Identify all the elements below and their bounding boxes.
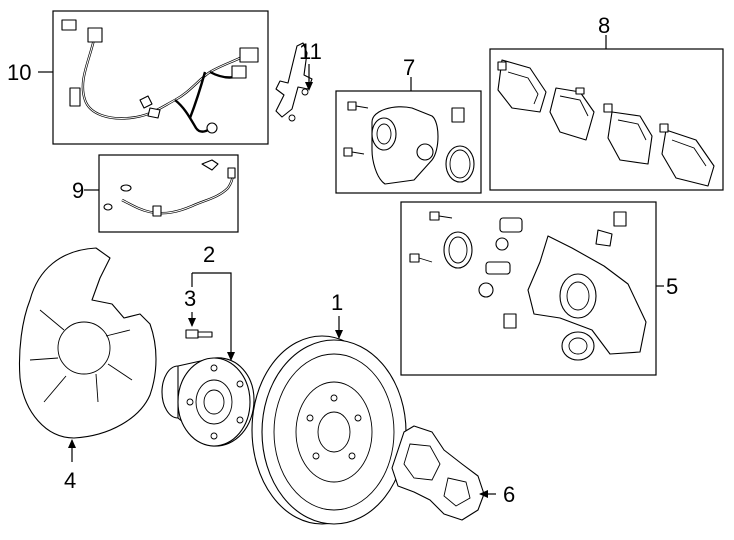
abs-harness-wire xyxy=(61,19,259,134)
callout-5: 5 xyxy=(666,274,678,299)
caliper-bracket-6 xyxy=(391,425,485,521)
group-7-caliper-housing[interactable]: 7 xyxy=(335,55,482,194)
callout-4: 4 xyxy=(64,468,76,493)
group-1-rotor[interactable]: 1 xyxy=(251,290,407,525)
group-8-brake-pads[interactable]: 8 xyxy=(489,13,724,191)
brake-pads xyxy=(497,59,715,187)
callout-6: 6 xyxy=(503,482,515,507)
callout-3: 3 xyxy=(184,286,196,311)
group-2-3-hub[interactable]: 2 3 xyxy=(161,242,255,447)
group-4-dust-shield[interactable]: 4 xyxy=(18,247,157,493)
group-10-abs-harness[interactable]: 10 xyxy=(7,10,269,145)
brake-hose xyxy=(103,159,236,217)
bracket-11 xyxy=(275,42,313,118)
callout-2: 2 xyxy=(203,242,215,267)
caliper-assembly xyxy=(409,211,647,361)
brake-rotor xyxy=(251,335,407,525)
callout-9: 9 xyxy=(72,178,84,203)
dust-shield-4 xyxy=(18,247,157,439)
box-9 xyxy=(98,154,239,233)
group-9-brake-hose[interactable]: 9 xyxy=(72,154,239,233)
callout-10: 10 xyxy=(7,60,31,85)
callout-11: 11 xyxy=(299,39,322,64)
wheel-hub xyxy=(161,357,255,447)
callout-8: 8 xyxy=(598,13,610,38)
group-11-bracket[interactable]: 11 xyxy=(275,39,322,122)
callout-1: 1 xyxy=(331,290,343,315)
group-6-caliper-bracket[interactable]: 6 xyxy=(391,425,515,521)
caliper-housing xyxy=(343,101,475,185)
callout-7: 7 xyxy=(403,55,415,80)
hub-bolt xyxy=(185,329,213,339)
group-5-caliper-assembly[interactable]: 5 xyxy=(400,201,678,376)
